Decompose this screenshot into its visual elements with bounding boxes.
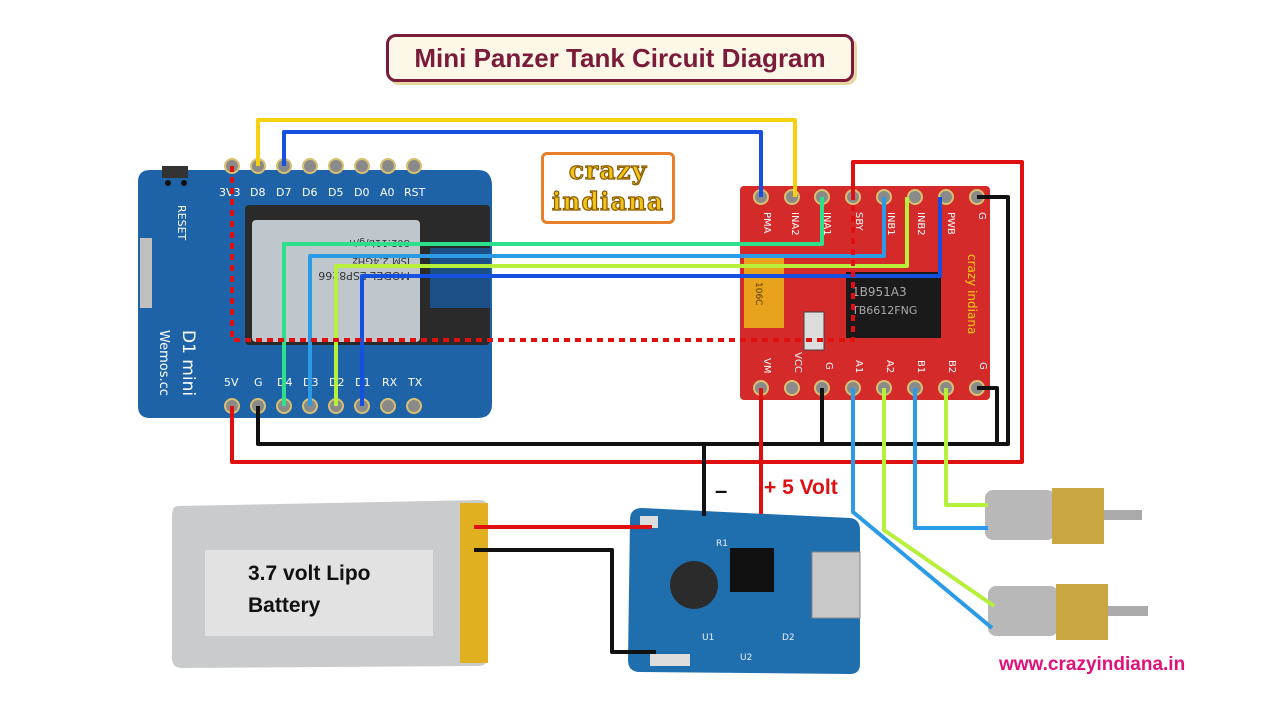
wire-red-dotted-3v3 [230,166,855,342]
wires [230,118,1024,654]
wire-green [282,197,824,406]
driver-top-pin-labels: PMA INA2 INA1 SBY INB1 INB2 PWB G [761,212,987,236]
pin-label: INB1 [885,212,896,236]
wire-lightblue-a1 [851,388,994,630]
cap-label: 106C [753,282,763,305]
pin-label: INA2 [789,212,800,236]
wire-lime-a2 [882,388,996,608]
driver-pin-holes [753,189,985,396]
pin-label: VCC [792,352,803,373]
motor-driver-board: 1B951A3 TB6612FNG 106C crazy indiana PMA… [740,186,990,400]
wemos-d1-mini-board: RESET D1 mini Wemos.cc MODEL ESP8266 ISM… [138,158,492,418]
pin-label: PMA [761,212,772,234]
page-title: Mini Panzer Tank Circuit Diagram [414,42,826,73]
driver-brand: crazy indiana [965,254,979,334]
wire-black-battery [474,548,656,654]
battery-label-line-2: Battery [248,594,321,617]
wemos-bottom-pin-labels: 5V G D4 D3 D2 D1 RX TX [224,376,423,389]
charger-label: D2 [782,633,795,643]
negative-label: – [715,478,728,503]
pin-label: PWB [945,212,956,235]
wire-lightblue-d3 [308,197,886,406]
reset-label: RESET [175,205,188,241]
wire-lime-b2 [944,388,988,507]
crazy-indiana-logo: crazy indiana [541,152,675,224]
driver-bottom-pin-labels: VM VCC G A1 A2 B1 B2 G [761,352,988,373]
pin-label: D5 [328,186,343,199]
pin-label: INA1 [821,212,832,236]
pin-label: B2 [946,360,957,373]
module-line: ISM 2.4GHz [352,255,410,266]
pin-label: 3V3 [219,186,241,199]
battery-label: 3.7 volt Lipo Battery [248,558,371,622]
pin-label: D7 [276,186,291,199]
pin-label: G [254,376,263,389]
battery-label-line-1: 3.7 volt Lipo [248,562,371,585]
wemos-top-pin-labels: 3V3 D8 D7 D6 D5 D0 A0 RST [219,186,426,199]
charger-label: R1 [716,539,728,549]
pin-label: 5V [224,376,239,389]
charger-label: U1 [702,633,714,643]
pin-label: D6 [302,186,317,199]
pin-label: RST [404,186,426,199]
logo-line-2: indiana [551,186,665,216]
website-link[interactable]: www.crazyindiana.in [999,654,1186,675]
pin-label: G [823,362,834,370]
logo-line-1: crazy [568,155,648,185]
pin-label: VM [761,358,772,373]
pin-label: B1 [915,360,926,373]
wire-lime-d2 [334,197,909,406]
wire-red-sby [230,160,1024,464]
title-banner: Mini Panzer Tank Circuit Diagram [386,34,854,82]
wire-blue-d1 [360,197,942,406]
wire-yellow [256,118,797,197]
wire-black-ground [256,195,1010,446]
pin-label: G [977,362,988,370]
chip-text: 1B951A3 [852,285,907,299]
pin-label: TX [407,376,423,389]
lipo-battery [172,500,488,668]
pin-label: D0 [354,186,369,199]
wire-black-gnd2 [977,386,999,444]
wire-lightblue-b1 [913,388,988,530]
pin-label: SBY [853,212,864,232]
board-brand: Wemos.cc [156,330,171,396]
pin-label: A0 [380,186,395,199]
pin-label: A2 [884,360,895,373]
board-name: D1 mini [178,330,198,396]
charger-module: R1 D2 U2 U1 [628,508,861,674]
pin-label: A1 [853,360,864,373]
charger-label: U2 [740,653,752,663]
wire-blue [282,130,763,197]
pin-label: INB2 [915,212,926,236]
motor-1 [985,488,1142,544]
pin-label: G [976,212,987,220]
motor-2 [988,584,1148,640]
chip-text: TB6612FNG [851,304,917,317]
pin-label: RX [382,376,398,389]
plus-5-volt-label: + 5 Volt [764,476,838,499]
pin-label: D8 [250,186,265,199]
